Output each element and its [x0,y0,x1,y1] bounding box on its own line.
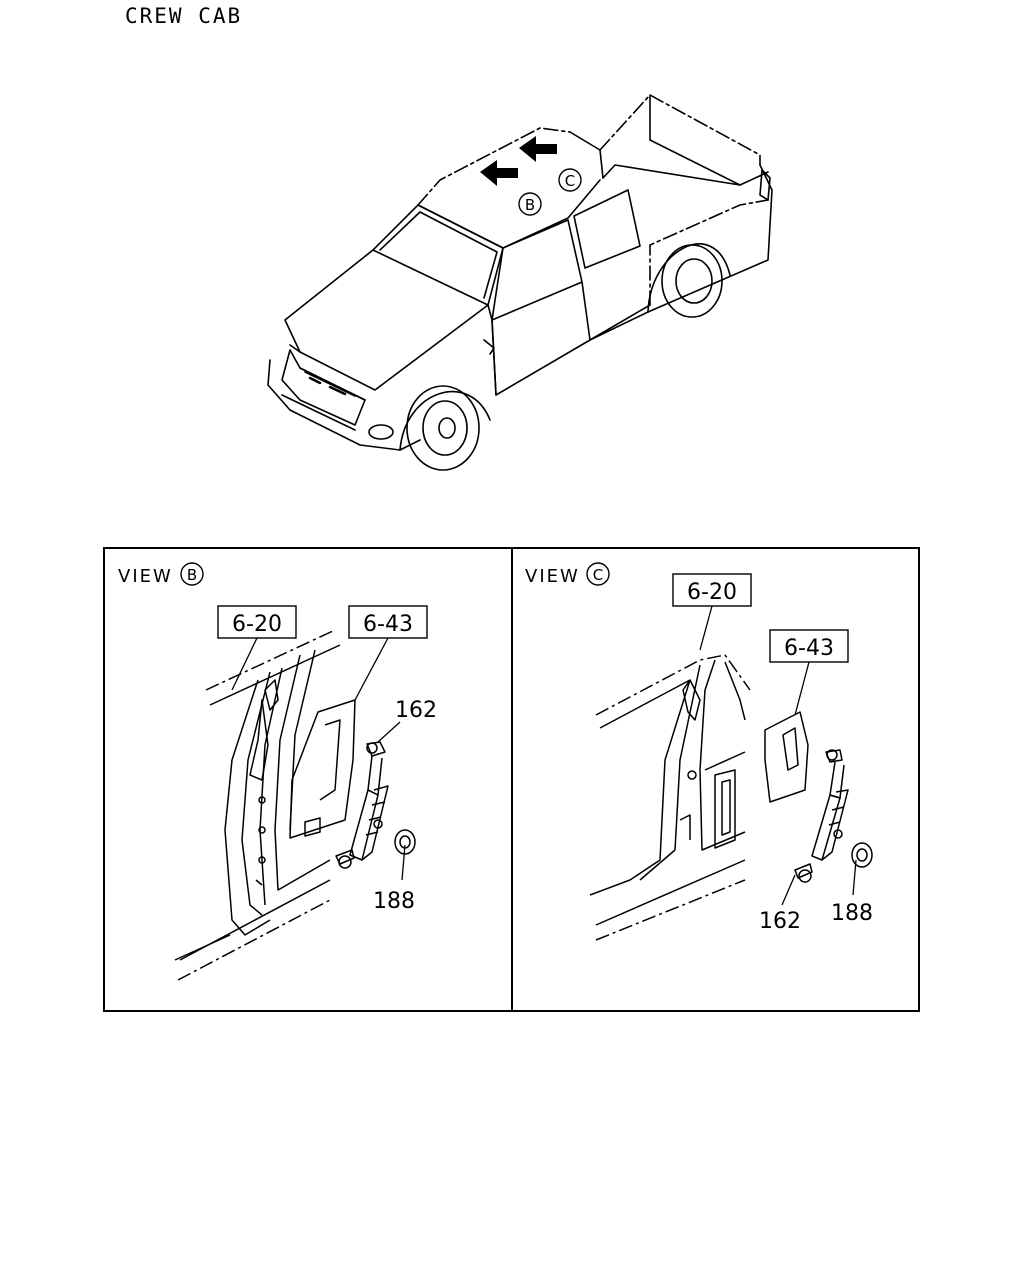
view-c-pillar-drawing [589,654,873,941]
overview-marker-c: C [558,168,582,192]
view-c-ref-a: 6-20 [687,580,737,605]
view-c-part-b: 188 [831,901,873,926]
view-c-ref-b: 6-43 [784,636,834,661]
view-b-label: VIEW [118,566,173,587]
view-b-letter: B [187,566,197,584]
view-b-part-b: 188 [373,889,415,914]
view-b-panel: VIEW B 6-20 6-43 162 188 [118,562,437,981]
overview-marker-b-letter: B [525,196,535,214]
page-title: CREW CAB [125,4,243,28]
overview-marker-b: B [518,192,542,216]
view-c-letter: C [593,566,603,584]
view-c-part-a: 162 [759,909,801,934]
view-b-pillar-drawing [174,629,416,981]
view-b-marker [180,562,204,586]
view-b-part-a: 162 [395,698,437,723]
overview-marker-c-letter: C [565,172,575,190]
view-b-ref-a: 6-20 [232,612,282,637]
truck-illustration [267,94,773,471]
view-c-panel: VIEW C 6-20 6-43 162 188 [525,562,873,941]
view-b-ref-b: 6-43 [363,612,413,637]
view-c-label: VIEW [525,566,580,587]
view-c-marker [586,562,610,586]
